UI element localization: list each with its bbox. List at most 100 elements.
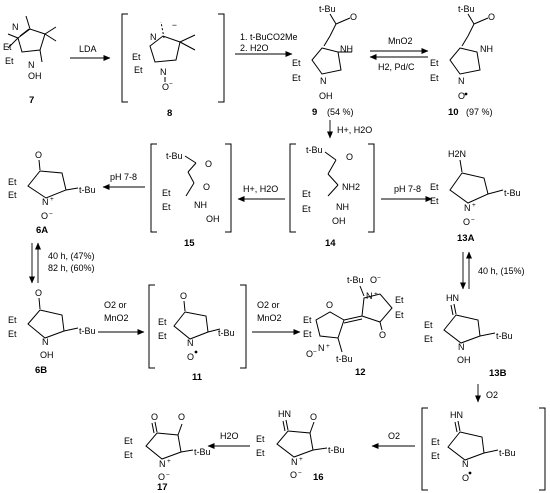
oh-group: OH [40,350,54,360]
tbu-group: t-Bu [336,354,353,364]
et-group: Et [162,188,171,198]
charge-minus: − [377,275,381,282]
et-group: Et [158,331,167,341]
charge-plus: + [326,343,330,350]
compound-label-17: 17 [157,482,168,493]
n-atom: N [291,457,298,467]
compound-8: N − Et Et N O − 8 [121,13,225,119]
compound-label-7: 7 [29,95,34,106]
condition-ph: pH 7-8 [394,184,421,194]
charge-minus: − [298,470,302,477]
tbu-group: t-Bu [504,188,521,198]
arrow-lda: LDA [70,44,111,61]
compound-label-6B: 6B [35,365,47,376]
radical-dot [194,350,198,354]
et-group: Et [8,329,17,339]
radical-dot [464,92,468,96]
compound-label-8: 8 [167,108,172,119]
compound-label-10: 10 [448,107,459,118]
o-atom: O [35,150,42,160]
reagent-acid-water: H+, H2O [337,125,372,135]
et-group: Et [303,329,312,339]
compound-label-6A: 6A [36,225,48,236]
et-group: Et [431,437,440,447]
tbu-group: t-Bu [319,4,336,14]
et-group: Et [8,177,17,187]
hn-group: HN [278,409,291,419]
oh-group: OH [319,91,333,101]
reagent-line1: O2 or [257,300,280,310]
arrow-oxidation-16: O2 [371,431,415,449]
et-group: Et [302,204,311,214]
compound-label-9: 9 [312,107,317,118]
et-group: Et [430,73,439,83]
arrow-hydrolysis-15: H+, H2O [237,184,285,202]
et-group: Et [430,182,439,192]
arrow-cyclization-6A: pH 7-8 [102,172,145,190]
charge-minus: − [471,217,475,224]
n-atom: N [28,60,35,70]
reagent-h2-pdc: H2, Pd/C [378,62,415,72]
condition-time-2: 82 h, (60%) [48,263,95,273]
compound-label-13A: 13A [457,233,475,244]
o-atom: O [180,291,187,301]
et-group: Et [124,436,133,446]
tbu-group: t-Bu [79,185,96,195]
n-atom: N [160,67,167,77]
et-group: Et [158,317,167,327]
o-atom: O [205,159,212,169]
o-atom: O [151,412,158,422]
arrow-cyclization-13A: pH 7-8 [381,184,433,202]
compound-7: N Et Et N OH 7 [3,15,57,106]
o-atom: O [203,182,210,192]
et-group: Et [424,334,433,344]
et-group: Et [132,52,141,62]
n-atom: N [12,22,19,32]
o-atom: O [379,330,386,340]
charge-minus: − [166,472,170,479]
reagent-lda: LDA [79,44,97,54]
compound-12: t-Bu O − N + Et Et O O Et Et N + O − t-B… [303,275,404,378]
o-atom: O [463,217,470,227]
reagent-o2: O2 [388,431,400,441]
compound-label-12: 12 [355,367,366,378]
nh-group: NH [480,44,493,54]
charge-plus: + [167,458,171,465]
et-group: Et [8,315,17,325]
et-group: Et [395,310,404,320]
compound-6B: O t-Bu Et Et N OH 6B [8,288,96,376]
arrow-hydrolysis-17: H2O [207,431,250,449]
et-group: Et [395,295,404,305]
radical-dot [468,471,472,475]
reagent-h2o: H2O [220,431,239,441]
tbu-group: t-Bu [79,326,96,336]
nh-group: NH [194,200,207,210]
compound-label-13B: 13B [489,368,507,379]
arrow-tautomer-6: 40 h, (47%) 82 h, (60%) [29,242,95,284]
n-atom: N [150,32,157,42]
compound-16: HN O t-Bu Et Et N + O − 16 [256,409,345,483]
et-group: Et [256,448,265,458]
n-atom: N [320,76,327,86]
o-atom: O [370,275,377,285]
o-atom: O [458,91,465,101]
et-group: Et [134,65,143,75]
charge-plus: + [374,291,378,298]
n-atom: N [42,337,49,347]
et-group: Et [5,56,14,66]
o-atom: O [306,349,313,359]
arrow-acylation: 1. t-BuCO2Me 2. H2O [235,32,298,57]
n-atom: N [318,343,325,353]
compound-10: t-Bu O NH Et Et N O 10 (97 %) [430,4,495,118]
compound-14: t-Bu O NH2 Et Et NH OH 14 [289,143,375,249]
et-group: Et [8,190,17,200]
tbu-group: t-Bu [218,328,235,338]
compound-radical: HN t-Bu Et Et N O [421,407,546,491]
compound-label-16: 16 [313,472,324,483]
reagent-acid-water: H+, H2O [243,184,278,194]
o-atom: O [187,352,194,362]
arrow-oxidation-11: O2 or MnO2 [98,300,145,335]
nh2-group: NH2 [342,182,360,192]
arrow-mno2-h2: MnO2 H2, Pd/C [369,36,429,72]
